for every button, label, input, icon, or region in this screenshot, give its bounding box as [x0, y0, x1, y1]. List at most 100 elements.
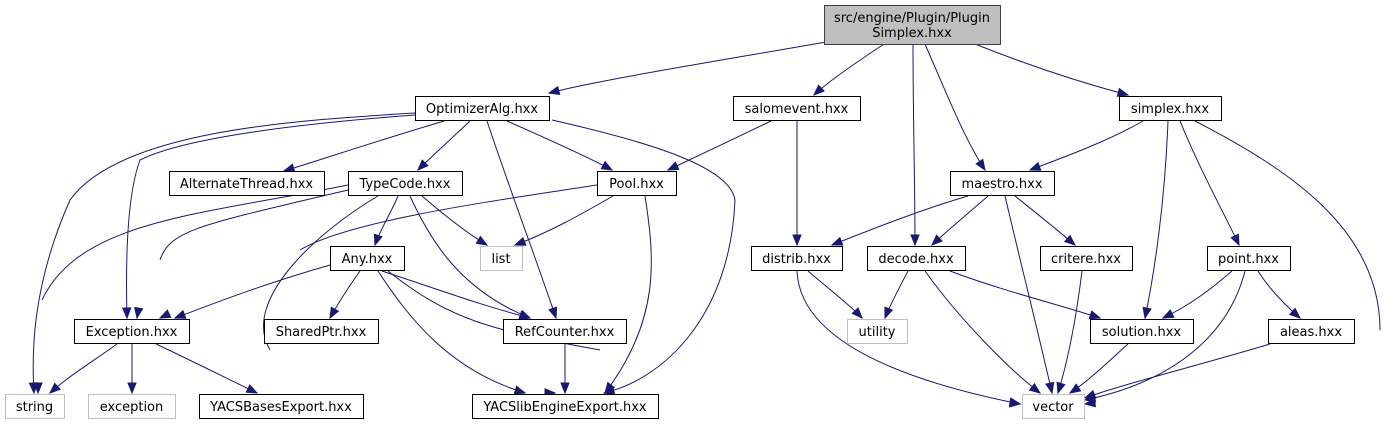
node-box — [824, 5, 1001, 45]
edge-root-to-decode — [910, 43, 920, 247]
arrowhead-icon — [830, 236, 844, 246]
edge-line — [548, 41, 827, 94]
node-label: solution.hxx — [1102, 325, 1182, 340]
node-string: string — [5, 394, 65, 419]
node-refcounter[interactable]: RefCounter.hxx — [503, 319, 627, 344]
node-aleas[interactable]: aleas.hxx — [1268, 319, 1355, 344]
node-label: Simplex.hxx — [872, 26, 952, 41]
node-box — [348, 171, 463, 196]
node-box — [733, 96, 861, 121]
arrowhead-icon — [1230, 233, 1240, 247]
node-label: SharedPtr.hxx — [276, 325, 367, 340]
edge-OptimizerAlg-to-Exception — [121, 114, 416, 320]
edge-line — [1069, 343, 1129, 394]
arrowhead-icon — [1288, 307, 1302, 319]
node-box — [597, 171, 677, 196]
edge-Exception-to-YACSBasesExport — [155, 343, 259, 394]
edge-line — [1162, 270, 1233, 319]
node-distrib[interactable]: distrib.hxx — [751, 246, 843, 271]
edge-maestro-to-vector — [1004, 195, 1055, 395]
arrowhead-icon — [513, 236, 527, 246]
node-critere[interactable]: critere.hxx — [1040, 246, 1133, 271]
arrowhead-icon — [604, 381, 616, 395]
node-yacslibengineexport[interactable]: YACSlibEngineExport.hxx — [472, 394, 659, 419]
edge-Pool-to-Exception — [158, 184, 598, 319]
node-label: src/engine/Plugin/Plugin — [834, 11, 990, 26]
edge-line — [1194, 120, 1381, 331]
edge-OptimizerAlg-to-YACSlibEngineExport — [551, 119, 736, 396]
arrowhead-icon — [851, 307, 863, 319]
node-exception[interactable]: Exception.hxx — [74, 319, 190, 344]
edge-TypeCode-to-list — [421, 195, 489, 246]
node-box — [847, 319, 908, 344]
node-optimizeralg[interactable]: OptimizerAlg.hxx — [415, 96, 550, 121]
node-box — [1207, 246, 1291, 271]
arrowhead-icon — [121, 307, 132, 320]
node-box — [950, 171, 1055, 196]
node-salomevent[interactable]: salomevent.hxx — [733, 96, 861, 121]
node-box — [1268, 319, 1355, 344]
edge-Any-to-YACSlibEngineExport — [377, 270, 527, 395]
arrowhead-icon — [48, 382, 61, 394]
arrowhead-icon — [1088, 310, 1102, 320]
edge-line — [1014, 195, 1076, 246]
node-sharedptr[interactable]: SharedPtr.hxx — [264, 319, 379, 344]
edge-root-to-maestro — [924, 43, 986, 172]
node-label: point.hxx — [1218, 252, 1279, 267]
node-label: decode.hxx — [878, 252, 954, 267]
arrowhead-icon — [245, 384, 259, 394]
node-box — [503, 319, 627, 344]
edge-line — [283, 120, 445, 172]
node-box — [472, 394, 659, 419]
node-label: OptimizerAlg.hxx — [426, 102, 538, 117]
node-box — [1040, 246, 1133, 271]
edge-line — [381, 270, 531, 319]
edge-root-to-OptimizerAlg — [547, 41, 827, 95]
edge-line — [1084, 270, 1246, 401]
edge-line — [931, 195, 989, 246]
arrowhead-icon — [373, 233, 383, 247]
node-box — [5, 394, 65, 419]
node-utility: utility — [847, 319, 908, 344]
node-label: aleas.hxx — [1280, 325, 1342, 340]
node-vector: vector — [1022, 394, 1085, 419]
node-simplex[interactable]: simplex.hxx — [1119, 96, 1222, 121]
node-label: YACSBasesExport.hxx — [209, 400, 352, 415]
arrowhead-icon — [134, 306, 144, 320]
edge-line — [417, 120, 471, 171]
node-yacsbasesexport[interactable]: YACSBasesExport.hxx — [199, 394, 364, 419]
arrowhead-icon — [518, 310, 532, 320]
node-box — [264, 319, 379, 344]
edge-Any-to-RefCounter — [381, 270, 532, 320]
node-point[interactable]: point.hxx — [1207, 246, 1291, 271]
edge-TypeCode-to-string — [33, 184, 349, 395]
node-typecode[interactable]: TypeCode.hxx — [348, 171, 463, 196]
edge-root-to-salomevent — [813, 43, 885, 96]
edge-TypeCode-to-Any — [373, 195, 399, 247]
arrowhead-icon — [1063, 234, 1077, 246]
node-label: list — [491, 252, 510, 267]
edge-line — [263, 195, 379, 351]
edge-OptimizerAlg-to-TypeCode — [417, 120, 471, 171]
edge-line — [155, 343, 258, 394]
edge-Pool-to-YACSlibEngineExport — [604, 195, 652, 395]
edge-maestro-to-critere — [1014, 195, 1077, 246]
arrowhead-icon — [1008, 397, 1022, 407]
node-box — [415, 96, 550, 121]
arrowhead-icon — [173, 309, 187, 319]
node-any[interactable]: Any.hxx — [330, 246, 405, 271]
node-maestro[interactable]: maestro.hxx — [950, 171, 1055, 196]
arrowhead-icon — [1056, 381, 1066, 395]
edge-line — [667, 120, 772, 171]
arrowhead-icon — [1161, 309, 1175, 319]
node-solution[interactable]: solution.hxx — [1090, 319, 1194, 344]
node-label: exception — [100, 400, 164, 415]
node-alternatethread[interactable]: AlternateThread.hxx — [169, 171, 325, 196]
edge-Any-to-Exception — [173, 264, 331, 319]
edge-line — [796, 270, 1021, 405]
edge-line — [974, 43, 1129, 96]
node-pool[interactable]: Pool.hxx — [597, 171, 677, 196]
node-decode[interactable]: decode.hxx — [867, 246, 966, 271]
edge-Any-to-SharedPtr — [329, 270, 361, 320]
